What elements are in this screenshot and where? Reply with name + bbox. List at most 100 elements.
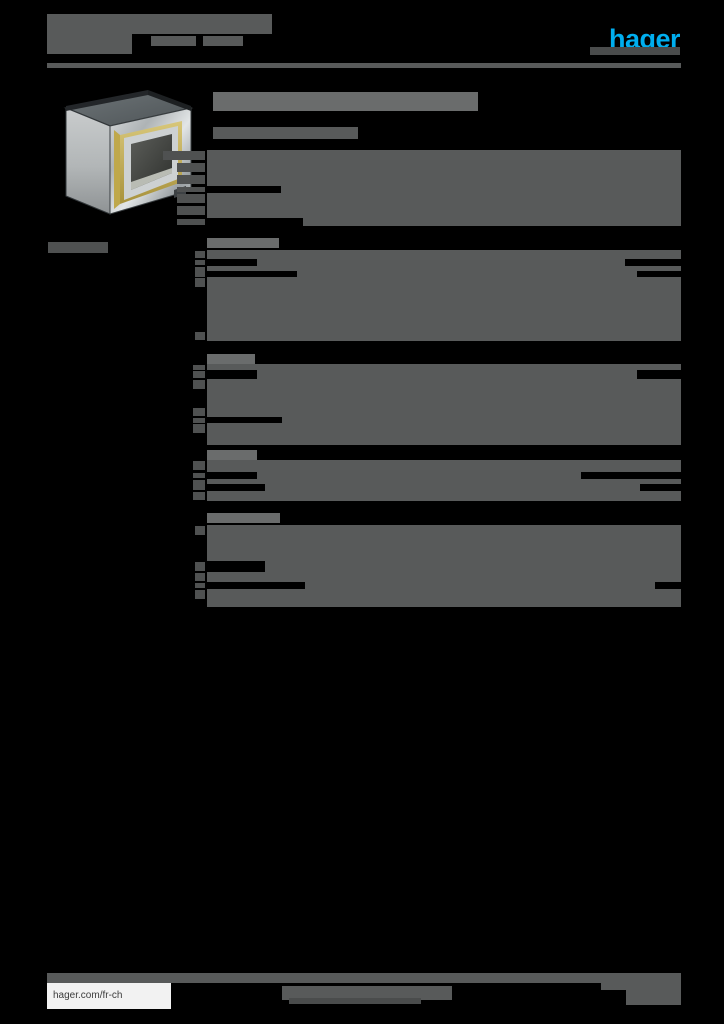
spec-value [257,259,625,266]
footer-url-link[interactable]: hager.com/fr-ch [53,990,123,1001]
spec-value [207,572,681,582]
spec-row [195,277,681,331]
spec-row [193,417,681,423]
spec-label [193,461,205,470]
footer-center-subtext [289,998,421,1004]
spec-label [195,278,205,287]
spec-row [193,423,681,445]
spec-value [207,423,681,445]
product-image-caption [48,242,108,253]
spec-label [195,267,205,272]
spec-row [195,259,681,266]
spec-label [193,492,205,500]
title-line-1 [47,14,272,34]
spec-value [207,379,681,407]
footer-divider [47,973,681,983]
spec-label [177,187,205,192]
spec-row [177,174,681,186]
spec-label [163,151,205,160]
product-heading [207,86,681,116]
spec-row [195,250,681,259]
product-subheading-bar [213,127,358,139]
spec-row [163,150,681,162]
spec-value [207,460,681,472]
spec-label [195,526,205,535]
spec-row [193,479,681,485]
spec-row [193,472,681,479]
spec-row [195,525,681,561]
spec-label [195,272,205,277]
spec-label [193,485,205,490]
title-line-3 [151,36,196,46]
spec-row [193,460,681,472]
spec-row [193,370,681,379]
title-line-2 [47,34,132,54]
spec-value [207,331,681,341]
spec-row [195,572,681,582]
spec-section-heading-4 [207,450,257,460]
spec-label [193,418,205,423]
spec-value [265,561,681,572]
spec-row [177,193,681,205]
footer-page-number-notch [601,990,626,1005]
spec-row [193,379,681,407]
spec-value [305,582,655,589]
spec-value [297,271,637,277]
spec-value [257,370,637,379]
spec-value [207,150,681,162]
hager-logo-underline [590,47,680,55]
spec-section-heading-3 [207,354,255,364]
spec-value [207,174,681,186]
spec-row [195,271,681,277]
spec-value [207,589,681,607]
spec-value [207,407,681,417]
spec-label [193,365,205,370]
spec-row [177,186,681,193]
spec-label [177,194,205,203]
spec-value [207,364,681,370]
spec-value [207,193,681,205]
spec-value [303,218,681,226]
spec-label [195,590,205,599]
spec-row [193,491,681,501]
spec-row [195,582,681,589]
spec-section-heading-2 [207,238,279,248]
product-image [48,86,198,231]
spec-value [207,266,681,271]
spec-row [177,218,681,226]
spec-row [195,266,681,272]
footer-url-box[interactable]: hager.com/fr-ch [47,983,171,1009]
spec-label [193,408,205,416]
product-heading-bar [213,92,478,111]
product-illustration-svg [63,90,194,215]
spec-label [193,380,205,389]
spec-row [193,364,681,370]
footer-center-text [282,986,452,1000]
spec-value [282,417,681,423]
spec-label [195,573,205,581]
spec-value [257,472,581,479]
spec-value [207,277,681,331]
spec-value [207,205,681,218]
spec-row [195,331,681,341]
title-line-4 [203,36,243,46]
page-footer: hager.com/fr-ch [0,965,724,1024]
spec-row [193,484,681,491]
document-title [47,0,307,60]
spec-label [177,206,205,215]
spec-row [193,407,681,417]
header-divider [47,63,681,68]
spec-label [195,583,205,588]
spec-label [193,480,205,485]
spec-row [177,205,681,218]
spec-label [195,562,205,571]
spec-label [193,424,205,433]
spec-value [265,484,640,491]
spec-row [177,162,681,174]
spec-value [207,491,681,501]
spec-row [195,561,681,572]
page-header: hager [0,0,724,70]
spec-value [207,525,681,561]
spec-value [207,250,681,259]
